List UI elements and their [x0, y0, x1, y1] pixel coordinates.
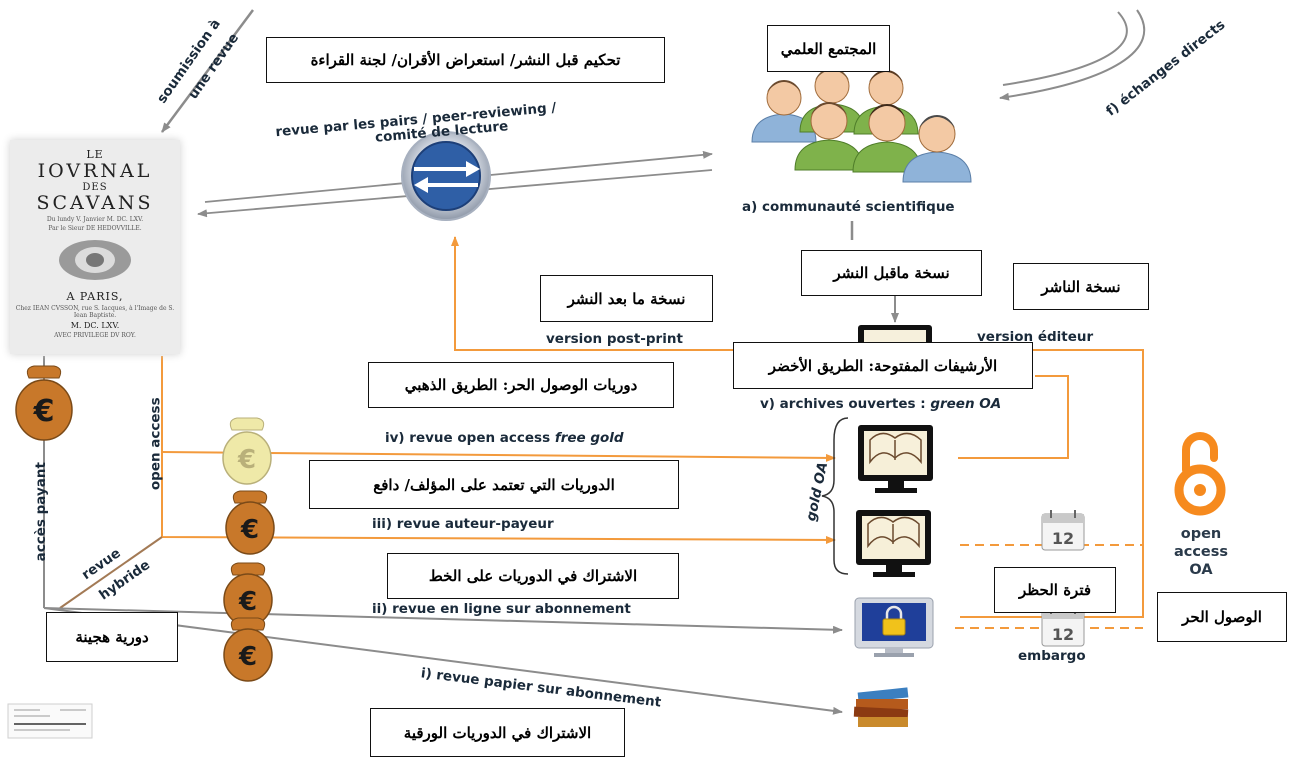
arabic-box-paper-subscription: الاشتراك في الدوريات الورقية [370, 708, 625, 757]
calendar-icon-gold [1041, 510, 1085, 551]
locked-computer-icon [854, 597, 934, 657]
submission-arrow [160, 9, 255, 133]
paper-books-icon [853, 687, 909, 727]
label-archives-prefix: v) archives ouvertes : [760, 396, 931, 412]
label-open-access-vertical: open access [147, 397, 164, 491]
money-bag-online [223, 562, 273, 627]
journal-ornament-icon [59, 239, 131, 280]
arabic-box-embargo-period: فترة الحظر [994, 567, 1116, 613]
exchange-icon [401, 131, 491, 221]
arabic-box-archives: الأرشيفات المفتوحة: الطريق الأخضر [733, 342, 1033, 389]
oa-line-open: open [1180, 526, 1222, 542]
label-free-gold: iv) revue open access free gold [385, 430, 624, 446]
oa-line-oa: OA [1189, 562, 1213, 579]
arabic-box-online-subscription: الاشتراك في الدوريات على الخط [387, 553, 679, 599]
arabic-box-peer-review: تحكيم قبل النشر/ استعراض الأقران/ لجنة ا… [266, 37, 665, 83]
thumbnail-document-icon [7, 703, 93, 739]
journal-line-le: LE [86, 148, 104, 161]
label-acces-payant: accès payant [32, 462, 49, 562]
journal-line-paris: A PARIS, [66, 289, 124, 303]
arabic-box-publisher-version: نسخة الناشر [1013, 263, 1149, 310]
label-revue-en-ligne: ii) revue en ligne sur abonnement [372, 601, 631, 617]
journal-line-author: Par le Sieur DE HEDOVVILLE. [48, 224, 142, 232]
journal-line-scavans: SCAVANS [36, 191, 154, 214]
money-bag-paper [223, 617, 273, 682]
label-embargo: embargo [1018, 648, 1086, 664]
open-access-oa-text: open access OA [1165, 525, 1237, 579]
post-print-line [451, 236, 858, 351]
money-bag-paid-access [15, 365, 73, 441]
journal-des-scavans-cover: LE IOVRNAL DES SCAVANS Du lundy V. Janvi… [10, 140, 180, 354]
arabic-box-community: المجتمع العلمي [767, 25, 890, 72]
label-version-post-print: version post-print [546, 331, 683, 347]
money-bag-free-gold [222, 417, 272, 485]
oa-line-access: access [1173, 544, 1229, 561]
journal-line-year: M. DC. LXV. [70, 320, 120, 330]
arabic-box-gold-road: دوريات الوصول الحر: الطريق الذهبي [368, 362, 674, 408]
arabic-box-hybrid: دورية هجينة [46, 612, 178, 662]
money-bag-author-pays [225, 490, 275, 555]
online-subscription-line [43, 607, 843, 634]
arabic-box-preprint: نسخة ماقبل النشر [801, 250, 982, 296]
free-gold-line [161, 451, 836, 462]
arabic-box-postprint: نسخة ما بعد النشر [540, 275, 713, 322]
label-free-gold-prefix: iv) revue open access [385, 430, 555, 446]
arabic-box-open-access: الوصول الحر [1157, 592, 1287, 642]
euro-symbol-author-pays: € [240, 515, 259, 545]
scientists-icon [751, 68, 972, 183]
journal-line-privilege: AVEC PRIVILEGE DV ROY. [54, 331, 136, 339]
euro-symbol-paper: € [238, 642, 257, 672]
hybrid-diagonal-line [59, 536, 163, 609]
archives-bracket-line [958, 375, 1069, 459]
calendar-day-gold: 12 [1052, 529, 1074, 548]
direct-exchange-line-outer [999, 9, 1146, 101]
label-free-gold-italic: free gold [554, 430, 624, 446]
label-archives-green-oa: green OA [930, 396, 1002, 412]
euro-symbol-free-gold: € [237, 445, 256, 475]
open-access-lock-icon [1174, 432, 1226, 516]
label-version-editeur: version éditeur [977, 329, 1094, 345]
label-communaute-scientifique: a) communauté scientifique [742, 199, 955, 215]
euro-symbol-online: € [238, 587, 257, 617]
journal-line-publisher: Chez IEAN CVSSON, rue S. Iacques, à l'Im… [15, 304, 175, 319]
journal-line-date: Du lundy V. Janvier M. DC. LXV. [46, 215, 144, 223]
journal-line-des: DES [82, 181, 108, 193]
label-auteur-payeur: iii) revue auteur-payeur [372, 516, 554, 532]
label-archives-ouvertes: v) archives ouvertes : green OA [760, 396, 1002, 412]
direct-exchange-line-inner [1002, 11, 1128, 86]
calendar-day-embargo: 12 [1052, 625, 1074, 644]
author-pays-computer-icon [856, 510, 931, 577]
gold-oa-brace [821, 417, 849, 575]
gold-oa-computer-icon [858, 425, 933, 493]
euro-symbol-paid: € [33, 394, 55, 429]
journal-line-iovrnal: IOVRNAL [37, 160, 153, 182]
arabic-box-author-pays: الدوريات التي تعتمد على المؤلف/ دافع [309, 460, 679, 509]
